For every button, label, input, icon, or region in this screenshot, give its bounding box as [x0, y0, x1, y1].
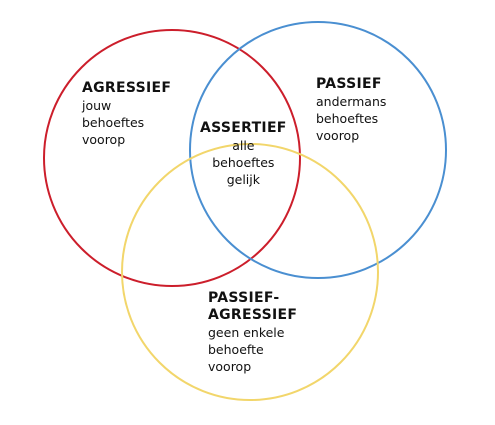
passief-agressief-circle	[121, 143, 379, 401]
assertief-label: ASSERTIEF alle behoeftes gelijk	[200, 120, 287, 188]
passief-agressief-line-2: behoefte	[208, 342, 264, 357]
assertief-line-1: alle	[232, 138, 255, 153]
passief-agressief-label: PASSIEF- AGRESSIEF geen enkele behoefte …	[208, 290, 297, 375]
passief-line-2: behoeftes	[316, 111, 379, 126]
assertief-line-2: behoeftes	[212, 155, 275, 170]
agressief-label: AGRESSIEF jouw behoeftes voorop	[82, 80, 171, 148]
agressief-line-2: behoeftes	[82, 115, 145, 130]
agressief-line-3: voorop	[82, 132, 126, 147]
passief-circle	[189, 21, 447, 279]
passief-title: PASSIEF	[316, 76, 382, 92]
passief-line-3: voorop	[316, 128, 360, 143]
agressief-title: AGRESSIEF	[82, 80, 172, 96]
agressief-line-1: jouw	[82, 98, 112, 113]
passief-agressief-title-2: AGRESSIEF	[208, 307, 298, 323]
assertief-title: ASSERTIEF	[200, 120, 287, 136]
passief-line-1: andermans	[316, 94, 387, 109]
agressief-circle	[43, 29, 301, 287]
assertief-line-3: gelijk	[226, 172, 260, 187]
passief-agressief-title-1: PASSIEF-	[208, 290, 280, 306]
passief-agressief-line-1: geen enkele	[208, 325, 285, 340]
passief-label: PASSIEF andermans behoeftes voorop	[316, 76, 386, 144]
passief-agressief-line-3: voorop	[208, 359, 252, 374]
